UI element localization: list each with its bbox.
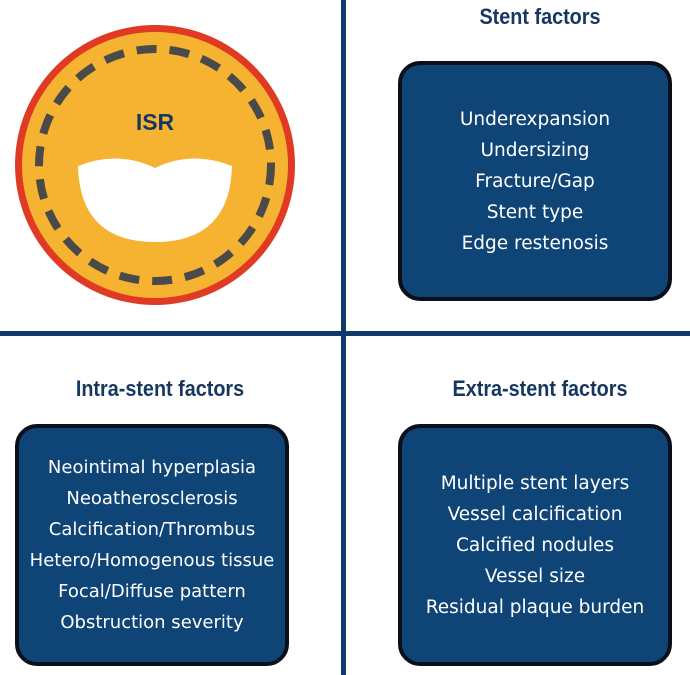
intra-stent-factors-title: Intra-stent factors [75,376,245,401]
extra-stent-factors-list: Multiple stent layers Vessel calcificati… [426,468,645,623]
vessel-lumen [78,158,232,242]
stent-struts [35,45,275,285]
extra-stent-factors-title: Extra-stent factors [452,376,628,401]
intra-stent-factor-item: Obstruction severity [60,612,244,633]
stent-factors-box: Underexpansion Undersizing Fracture/Gap … [398,61,672,301]
stent-factor-item: Undersizing [480,139,590,161]
stent-factors-list: Underexpansion Undersizing Fracture/Gap … [460,104,610,259]
extra-stent-factor-item: Vessel size [484,565,586,587]
stent-factor-item: Underexpansion [459,108,611,130]
intra-stent-factor-item: Neointimal hyperplasia [47,457,257,478]
intra-stent-factors-list: Neointimal hyperplasia Neoatherosclerosi… [30,452,275,638]
stent-factors-title: Stent factors [479,4,601,29]
extra-stent-factor-item: Vessel calcification [447,503,623,525]
extra-stent-factor-item: Multiple stent layers [440,472,630,494]
vessel-wall [22,32,288,298]
intra-stent-factor-item: Focal/Diffuse pattern [58,581,246,602]
stent-factor-item: Edge restenosis [461,232,609,254]
intra-stent-factor-item: Neoatherosclerosis [66,488,238,509]
extra-stent-factors-box: Multiple stent layers Vessel calcificati… [398,424,672,666]
intra-stent-factor-item: Hetero/Homogenous tissue [29,550,275,571]
stent-factor-item: Fracture/Gap [475,170,595,192]
stent-factor-item: Stent type [486,201,584,223]
horizontal-divider [0,331,690,336]
extra-stent-factor-item: Calcified nodules [455,534,615,556]
isr-vessel-graphic: ISR [15,25,295,305]
isr-label: ISR [136,109,175,135]
intra-stent-factors-box: Neointimal hyperplasia Neoatherosclerosi… [15,424,289,666]
intra-stent-factor-item: Calcification/Thrombus [48,519,256,540]
extra-stent-factor-item: Residual plaque burden [425,596,645,618]
vertical-divider [341,0,346,675]
